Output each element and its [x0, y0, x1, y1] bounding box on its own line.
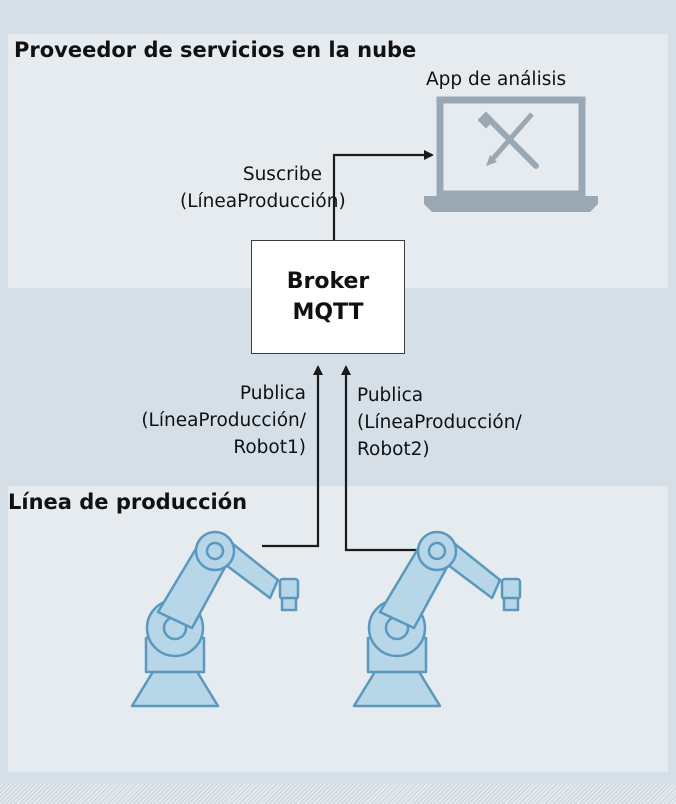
publish-robot2-label: Publica (LíneaProducción/ Robot2) — [357, 382, 522, 463]
publish-robot2-robot: Robot2) — [357, 439, 430, 460]
subscribe-label: Suscribe (LíneaProducción) — [180, 161, 346, 215]
laptop-tools-icon — [424, 96, 598, 212]
production-line-title: Línea de producción — [8, 490, 248, 514]
broker-line1: Broker — [286, 269, 370, 294]
publish-robot1-arrow — [262, 365, 323, 548]
publish-robot1-verb: Publica — [239, 383, 306, 404]
publish-robot2-verb: Publica — [357, 385, 424, 406]
subscribe-verb: Suscribe — [242, 164, 322, 185]
publish-robot1-label: Publica (LíneaProducción/ Robot1) — [86, 380, 306, 461]
cloud-provider-title: Proveedor de servicios en la nube — [14, 38, 417, 62]
robot-arm-1-icon — [130, 530, 300, 708]
publish-robot1-robot: Robot1) — [233, 437, 306, 458]
mqtt-broker-box: Broker MQTT — [251, 240, 405, 354]
analytics-app-label: App de análisis — [426, 69, 567, 90]
publish-robot1-topic: (LíneaProducción/ — [141, 410, 306, 431]
publish-robot2-arrow — [341, 365, 444, 552]
publish-robot2-topic: (LíneaProducción/ — [357, 412, 522, 433]
broker-line2: MQTT — [292, 300, 364, 325]
robot-arm-2-icon — [352, 530, 522, 708]
production-line-zone — [8, 486, 668, 772]
subscribe-topic: (LíneaProducción) — [180, 191, 346, 212]
subscribe-arrow — [332, 150, 434, 240]
bottom-hatch-border — [0, 784, 676, 804]
